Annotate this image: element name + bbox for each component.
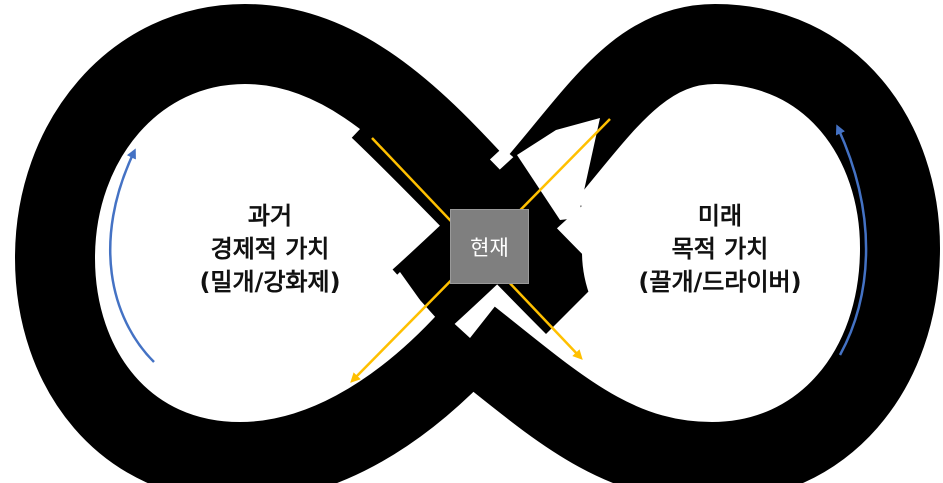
- track-left-loop: [14, 3, 500, 483]
- past-value-label: 과거 경제적 가치 (밀개/강화제): [170, 200, 370, 299]
- right-loop-hole: [582, 124, 842, 380]
- present-label: 현재: [470, 235, 509, 260]
- future-title: 미래: [697, 202, 743, 230]
- arrow-right-loop: [835, 124, 868, 356]
- track-notch-left: [340, 272, 420, 350]
- past-title: 과거: [247, 202, 293, 230]
- track-notch-right: [517, 118, 600, 220]
- left-loop-hole: [138, 124, 378, 380]
- track-right-loop: [445, 3, 941, 483]
- future-subtitle: 목적 가치: [671, 235, 769, 263]
- arrow-left-loop: [109, 148, 155, 363]
- past-detail: (밀개/강화제): [199, 268, 341, 296]
- past-subtitle: 경제적 가치: [210, 235, 330, 263]
- future-detail: (끌개/드라이버): [638, 268, 802, 296]
- future-value-label: 미래 목적 가치 (끌개/드라이버): [595, 200, 845, 299]
- present-box: 현재: [450, 209, 529, 284]
